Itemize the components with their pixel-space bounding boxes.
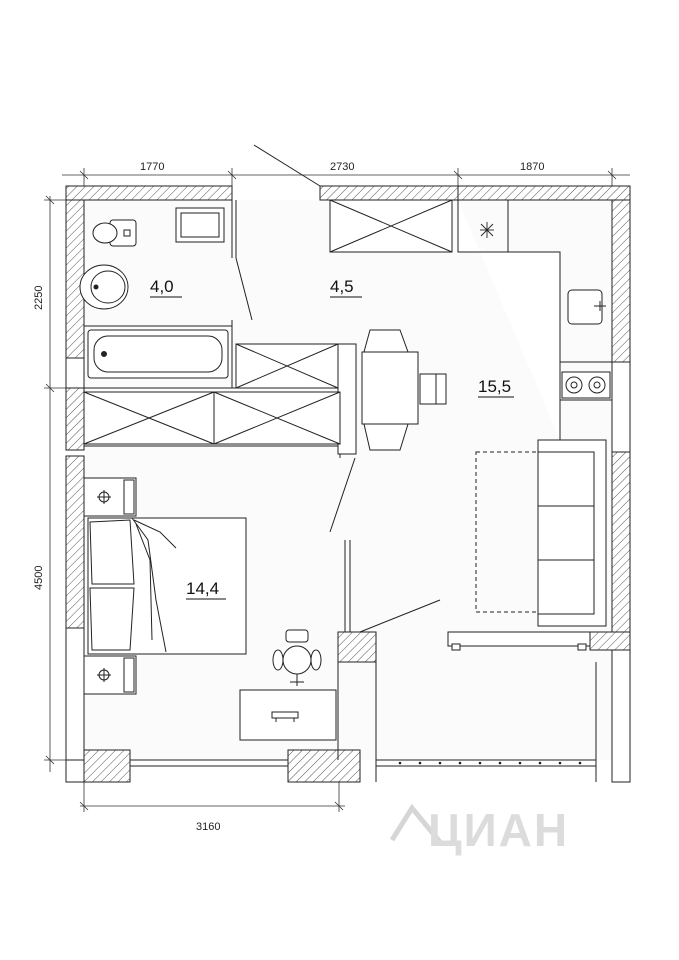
- kitchen-counter: [457, 200, 612, 440]
- wardrobe-hall: [235, 343, 357, 455]
- washbasin-icon: [79, 264, 129, 310]
- cooktop-icon: [561, 371, 611, 399]
- dimension-top-1: 1770: [140, 161, 164, 173]
- room-area-bedroom: 14,4: [186, 579, 219, 598]
- dimension-left-1: 2250: [33, 286, 45, 310]
- watermark-text: ЦИАН: [428, 804, 569, 856]
- cian-house-icon: [389, 803, 442, 844]
- wardrobe-entrance: [329, 199, 453, 253]
- bed-icon: [87, 517, 247, 655]
- nightstand-bottom-icon: [83, 655, 137, 695]
- wardrobe-bedroom: [83, 391, 341, 445]
- fridge-icon: [480, 222, 494, 238]
- washing-machine-icon: [175, 207, 225, 243]
- walls: [65, 185, 631, 783]
- rug: [475, 451, 539, 613]
- toilet-icon: [92, 219, 137, 247]
- room-area-hall: 4,5: [330, 277, 354, 296]
- desk-icon: [239, 689, 337, 741]
- bathtub-icon: [87, 329, 229, 379]
- dimension-left-2: 4500: [33, 566, 45, 590]
- balcony-rail: [447, 631, 591, 651]
- room-area-kitchen-living: 15,5: [478, 377, 511, 396]
- nightstand-top-icon: [83, 477, 137, 517]
- sink-icon: [567, 289, 606, 325]
- dimension-top-2: 2730: [330, 161, 354, 173]
- balcony-window-marks: [398, 761, 582, 765]
- dimension-lines: [44, 168, 630, 812]
- sofa-icon: [537, 439, 607, 627]
- dimension-top-3: 1870: [520, 161, 544, 173]
- interior-partitions: [84, 144, 597, 782]
- dining-table-icon: [361, 329, 447, 451]
- office-chair-icon: [272, 629, 322, 686]
- room-area-bathroom: 4,0: [150, 277, 174, 296]
- dimension-bottom: 3160: [196, 821, 220, 833]
